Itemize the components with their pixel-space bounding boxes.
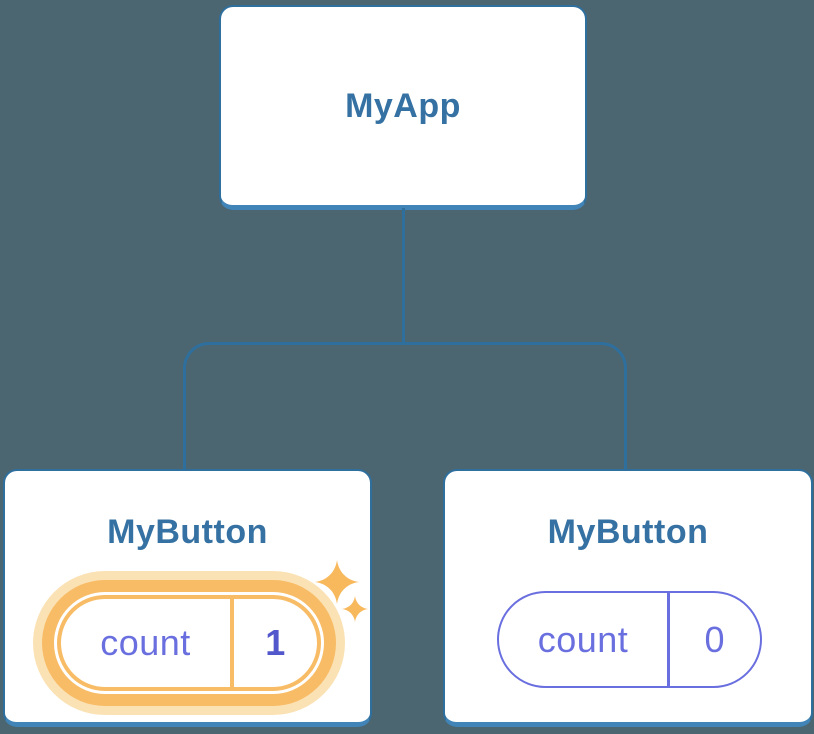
state-value: 0: [704, 618, 726, 660]
node-myapp-label: MyApp: [345, 86, 461, 125]
sparkles-icon: [315, 560, 359, 604]
state-value: 1: [265, 622, 286, 663]
state-key: count: [100, 622, 191, 663]
state-key: count: [537, 618, 629, 660]
state-pill-normal: count 0: [497, 591, 762, 688]
node-myapp: MyApp: [219, 5, 587, 210]
node-mybutton-1-label: MyButton: [107, 513, 268, 551]
connector-branch: [183, 342, 627, 470]
state-pill-divider: [230, 599, 234, 687]
connector-stem: [402, 208, 405, 345]
node-mybutton-1: MyButton count 1: [3, 469, 372, 727]
state-pill-highlighted: count 1: [57, 595, 321, 691]
state-pill-divider: [667, 593, 670, 686]
sparkle-small-icon: [342, 596, 368, 622]
node-mybutton-2-label: MyButton: [547, 513, 709, 551]
node-mybutton-2: MyButton count 0: [443, 469, 813, 727]
